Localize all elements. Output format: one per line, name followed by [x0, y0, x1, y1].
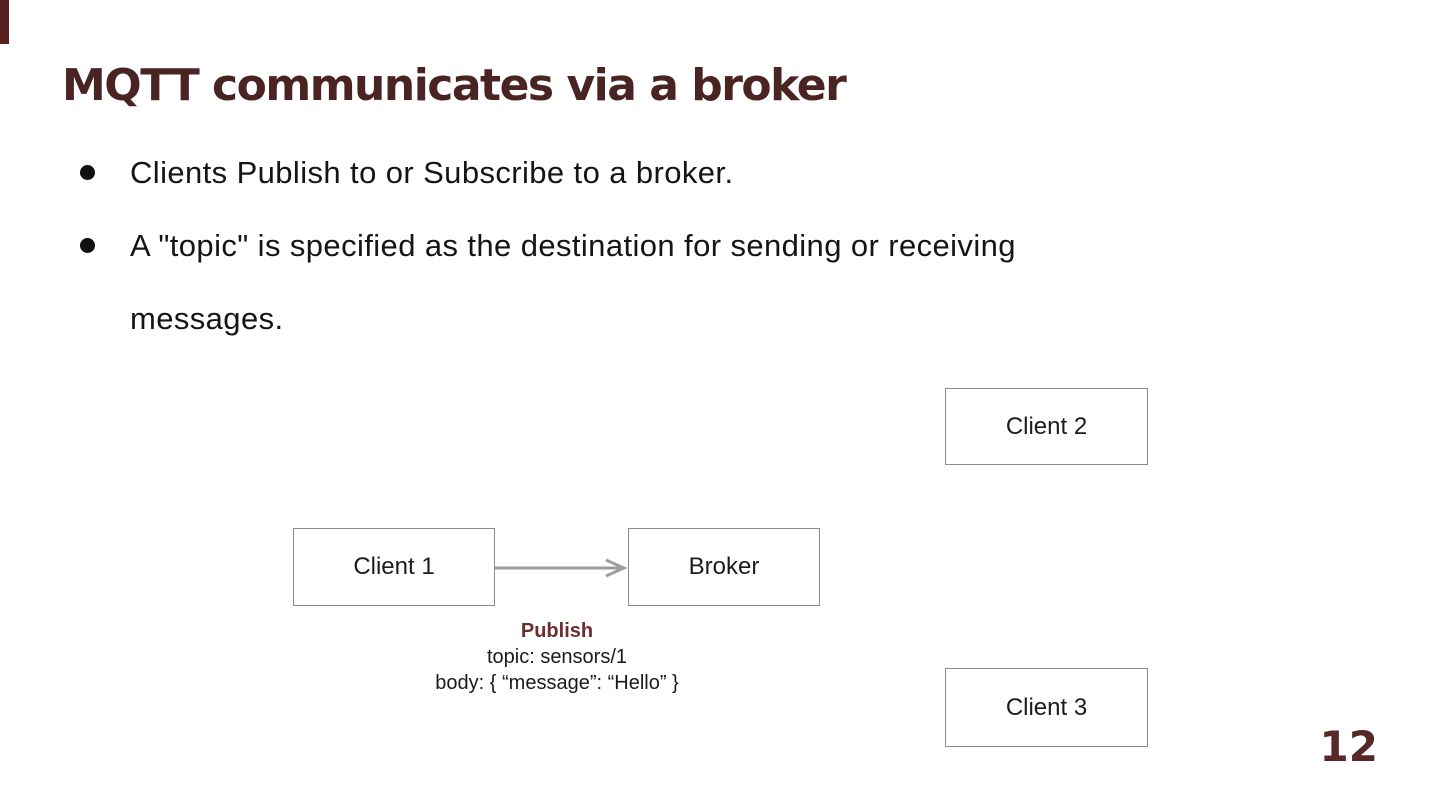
- bullet-item: Clients Publish to or Subscribe to a bro…: [80, 136, 1320, 209]
- bullet-dot-icon: [80, 238, 95, 253]
- publish-topic-line: topic: sensors/1: [486, 646, 628, 668]
- node-label: Client 3: [1005, 693, 1088, 721]
- slide-title: MQTT communicates via a broker: [62, 60, 847, 111]
- node-label: Client 2: [1005, 412, 1088, 440]
- bullet-text-line: A "topic" is specified as the destinatio…: [130, 228, 1016, 263]
- corner-accent-bar: [0, 0, 9, 44]
- publish-message-label: Publish topic: sensors/1 body: { “messag…: [390, 618, 724, 696]
- diagram-node-broker: Broker: [628, 528, 820, 606]
- diagram-node-client2: Client 2: [945, 388, 1148, 465]
- page-number: 12: [1319, 722, 1378, 771]
- node-label: Client 1: [353, 553, 435, 580]
- publish-action-label: Publish: [520, 620, 594, 642]
- bullet-list: Clients Publish to or Subscribe to a bro…: [80, 136, 1320, 355]
- bullet-dot-icon: [80, 165, 95, 180]
- node-label: Broker: [688, 553, 760, 580]
- diagram-node-client3: Client 3: [945, 668, 1148, 747]
- diagram-node-client1: Client 1: [293, 528, 495, 606]
- bullet-item: A "topic" is specified as the destinatio…: [80, 209, 1320, 355]
- publish-body-line: body: { “message”: “Hello” }: [435, 672, 679, 694]
- publish-arrow-icon: [495, 558, 628, 578]
- bullet-text-line: Clients Publish to or Subscribe to a bro…: [130, 155, 734, 190]
- bullet-text-line: messages.: [130, 301, 284, 336]
